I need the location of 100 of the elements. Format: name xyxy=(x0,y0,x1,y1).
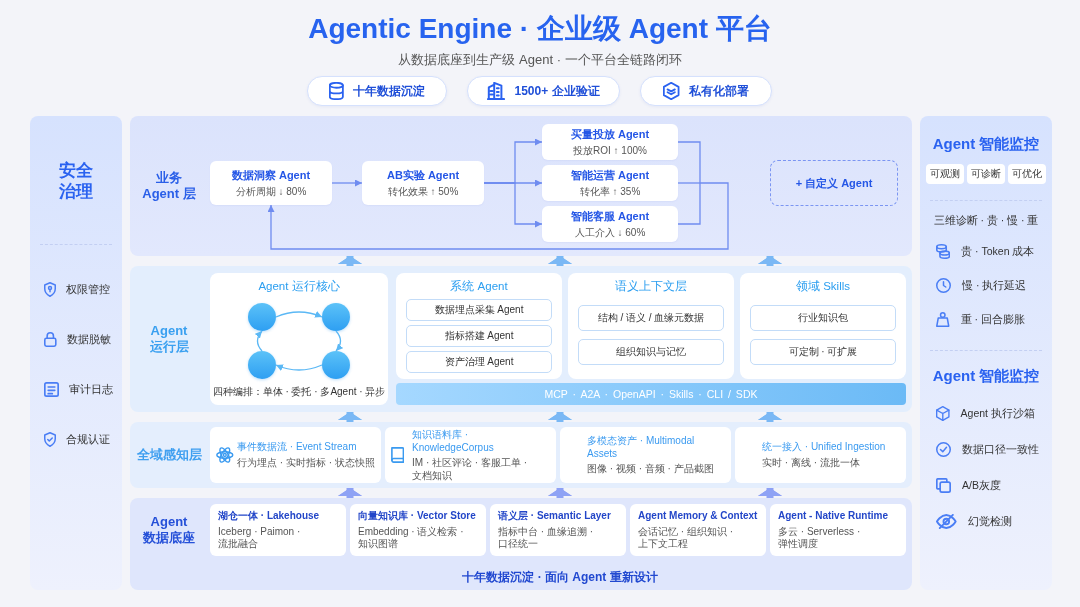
source-card xyxy=(210,427,381,483)
feature-label: 十年数据沉淀 xyxy=(352,82,425,100)
item-tile: 结构 / 语义 / 血缘元数据 xyxy=(578,305,724,331)
feature-badge xyxy=(467,76,620,106)
panel-heading: Agent 运行核心 xyxy=(258,279,340,293)
layer-footer: 十年数据沉淀 · 面向 Agent 重新设计 xyxy=(462,570,658,584)
feature-label: 私有化部署 xyxy=(688,82,749,100)
title: Agentic Engine · 企业级 Agent 平台 xyxy=(308,12,772,46)
agent-card xyxy=(542,124,678,160)
agent-card xyxy=(542,165,678,201)
add-agent-card: + 自定义 Agent xyxy=(770,160,898,206)
card-title: 知识语料库 · KnowledgeCorpus xyxy=(412,428,495,454)
item-tile: 资产治理 Agent xyxy=(406,351,552,373)
panel-heading: 语义上下文层 xyxy=(615,279,687,293)
card-subtitle: 会话记忆 · 组织知识 · 上下文工程 xyxy=(638,525,734,551)
subtitle: 从数据底座到生产级 Agent · 一个平台全链路闭环 xyxy=(398,52,682,68)
panel-heading: 领域 Skills xyxy=(796,279,850,293)
card-metric: 分析周期 ↓ 80% xyxy=(235,185,307,198)
card-subtitle: IM · 社区评论 · 客服工单 · 文档知识 xyxy=(412,456,528,482)
card-title: 数据洞察 Agent xyxy=(231,168,311,182)
section-label: 三维诊断 · 贵 · 慢 · 重 xyxy=(933,214,1039,228)
agent-card xyxy=(542,206,678,242)
foundation-card xyxy=(350,504,486,556)
side-panel xyxy=(30,116,122,590)
source-card xyxy=(385,427,556,483)
module-panel xyxy=(396,273,562,379)
layer-label: Agent 运行层 xyxy=(148,323,190,355)
card-metric: 人工介入 ↓ 60% xyxy=(574,226,646,239)
card-title: 智能运营 Agent xyxy=(570,168,650,182)
foundation-card xyxy=(630,504,766,556)
card-title: 智能客服 Agent xyxy=(570,209,650,223)
card-title: 语义层 · Semantic Layer xyxy=(498,509,611,523)
step-circle xyxy=(248,351,276,379)
agent-card xyxy=(210,161,332,205)
panel-heading: 安全治理 xyxy=(58,160,94,202)
source-card xyxy=(560,427,731,483)
item-label: 幻觉检测 xyxy=(967,514,1012,529)
connector-line xyxy=(677,182,701,184)
item-label: 数据脱敏 xyxy=(66,332,111,347)
layer-label: 业务 Agent 层 xyxy=(141,170,197,202)
item-label: Agent 执行沙箱 xyxy=(960,406,1035,421)
item-tile: 数据埋点采集 Agent xyxy=(406,299,552,321)
layer-band xyxy=(130,266,912,412)
card-title: Agent - Native Runtime xyxy=(778,509,888,523)
card-title: 多模态资产 · Multimodal Assets xyxy=(587,434,696,460)
layer-band xyxy=(130,422,912,488)
layer-band xyxy=(130,498,912,590)
feature-badge xyxy=(640,76,772,106)
foundation-card xyxy=(770,504,906,556)
card-title: Agent Memory & Context xyxy=(638,509,758,523)
card-metric: 投放ROI ↑ 100% xyxy=(573,144,647,157)
layer-label: 全域感知层 xyxy=(137,447,201,463)
panel-heading: Agent 智能监控 xyxy=(932,366,1040,385)
card-subtitle: Iceberg · Paimon · 流批融合 xyxy=(218,525,302,551)
item-label: A/B灰度 xyxy=(962,478,1001,493)
card-title: 湖仓一体 · Lakehouse xyxy=(218,509,320,523)
item-tile: 指标搭建 Agent xyxy=(406,325,552,347)
card-title: 买量投放 Agent xyxy=(570,127,650,141)
item-tile: 行业知识包 xyxy=(750,305,896,331)
connector-line xyxy=(677,182,701,225)
panel-heading: 系统 Agent xyxy=(450,279,508,293)
card-subtitle: 指标中台 · 血缘追溯 · 口径统一 xyxy=(498,525,594,551)
layer-label: Agent 数据底座 xyxy=(142,514,196,546)
item-label: 审计日志 xyxy=(69,382,113,397)
module-panel xyxy=(740,273,906,379)
capability-tag: 可观测 xyxy=(926,164,964,184)
card-title: 向量知识库 · Vector Store xyxy=(358,509,476,523)
card-subtitle: Embedding · 语义检索 · 知识图谱 xyxy=(358,525,465,551)
item-label: 数据口径一致性 xyxy=(962,442,1039,457)
card-subtitle: 实时 · 离线 · 流批一体 xyxy=(762,456,860,469)
foundation-card xyxy=(490,504,626,556)
step-circle xyxy=(322,351,350,379)
protocol-bar: MCP · A2A · OpenAPI · Skills · CLI / SDK xyxy=(396,383,906,405)
item-label: 合规认证 xyxy=(66,432,110,447)
capability-tag: 可诊断 xyxy=(967,164,1005,184)
side-panel xyxy=(920,116,1052,590)
module-panel xyxy=(210,273,388,405)
card-title: 事件数据流 · Event Stream xyxy=(237,441,357,454)
panel-caption: 四种编排：单体 · 委托 · 多Agent · 异步 xyxy=(212,386,386,398)
source-card xyxy=(735,427,906,483)
item-tile: 可定制 · 可扩展 xyxy=(750,339,896,365)
card-title: 统一接入 · Unified Ingestion xyxy=(762,441,886,454)
layer-band xyxy=(130,116,912,256)
card-subtitle: 多云 · Serverless · 弹性调度 xyxy=(778,525,862,551)
arrow xyxy=(335,330,344,352)
item-label: 重 · 回合膨胀 xyxy=(960,312,1025,327)
module-panel xyxy=(568,273,734,379)
item-label: 贵 · Token 成本 xyxy=(961,244,1035,259)
feature-badge xyxy=(307,76,447,106)
arrow xyxy=(254,330,263,352)
arrow xyxy=(275,311,323,318)
card-subtitle: 图像 · 视频 · 音频 · 产品截图 xyxy=(587,462,714,476)
panel-heading: Agent 智能监控 xyxy=(932,134,1040,153)
card-metric: 转化率 ↑ 35% xyxy=(579,185,641,198)
arrow xyxy=(331,179,363,187)
step-circle xyxy=(248,303,276,331)
card-subtitle: 行为埋点 · 实时指标 · 状态快照 xyxy=(237,456,375,469)
card-metric: 转化效果 ↑ 50% xyxy=(387,185,459,198)
foundation-card xyxy=(210,504,346,556)
item-label: 慢 · 执行延迟 xyxy=(962,278,1027,293)
